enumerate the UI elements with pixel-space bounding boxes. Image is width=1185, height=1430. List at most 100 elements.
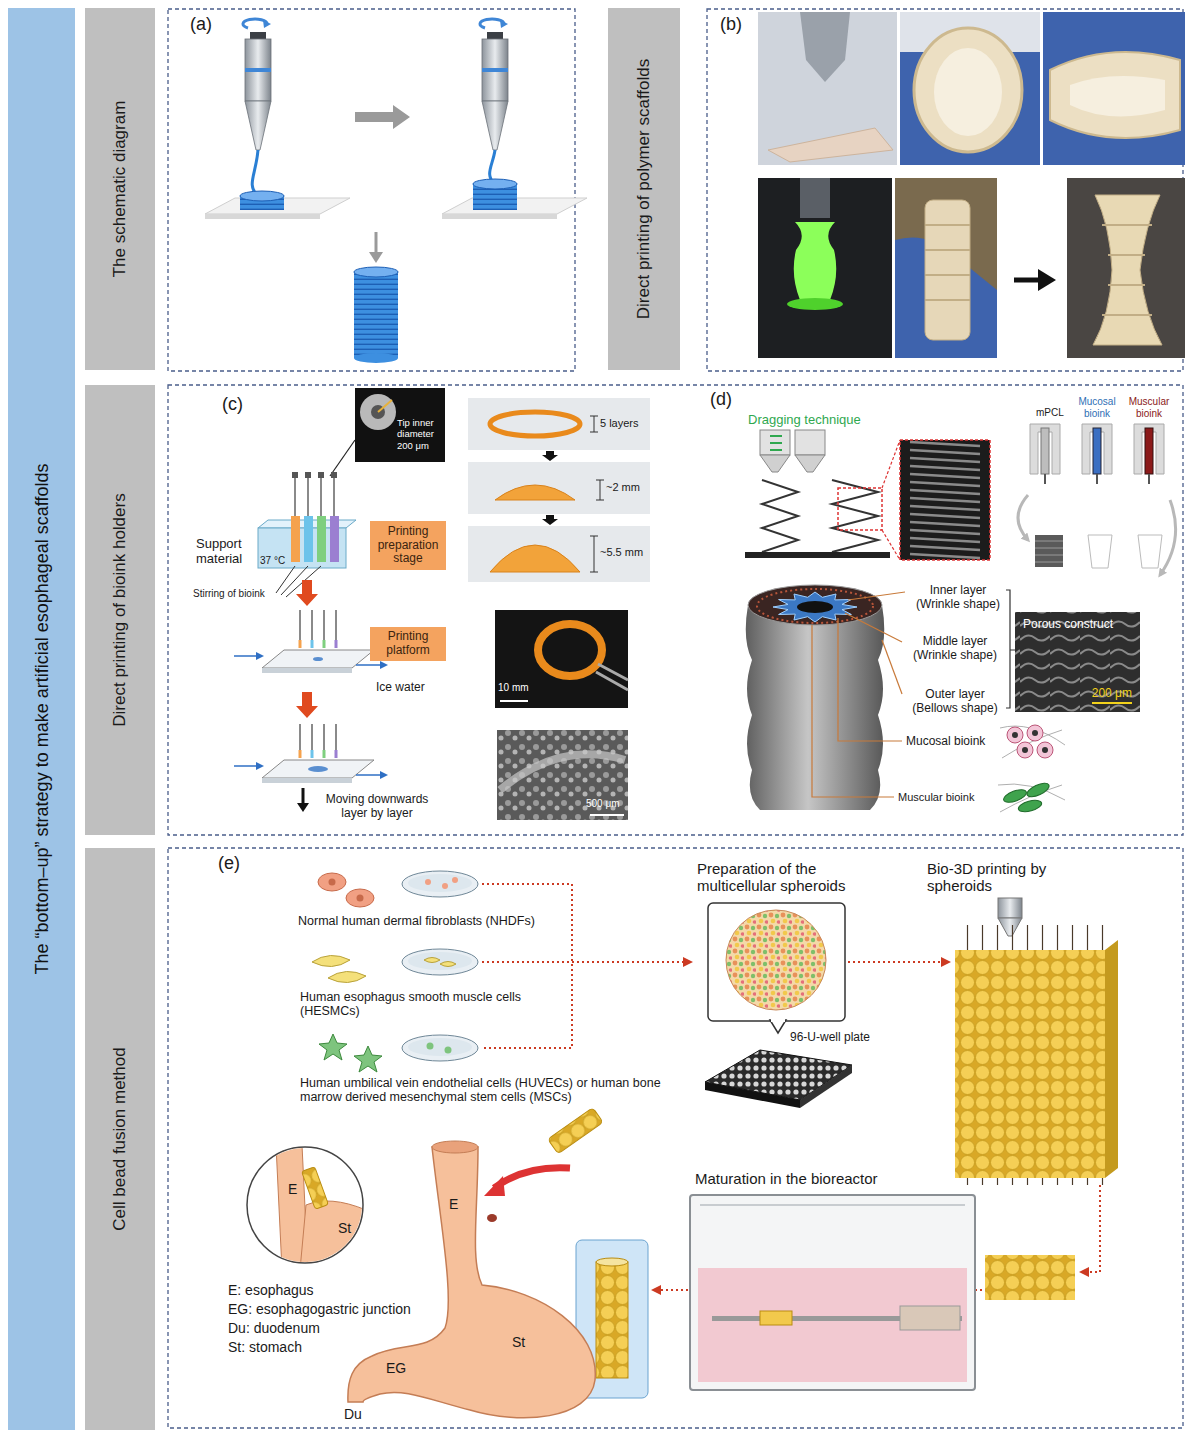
bioink-printing-schematic xyxy=(311,750,314,758)
node-text: 200 μm xyxy=(397,441,429,452)
bioink-printing-schematic xyxy=(304,516,313,562)
dragging-print-schematic xyxy=(1035,541,1063,562)
cell-culture-illustration xyxy=(452,877,458,883)
step-label: Preparation of the multicellular spheroi… xyxy=(697,860,877,895)
bioink-printing-schematic xyxy=(378,400,392,412)
cell-culture-illustration xyxy=(318,873,346,891)
panel-letter: (c) xyxy=(222,394,243,415)
panel-frame xyxy=(168,385,1183,835)
scaffold-photo xyxy=(758,12,1185,358)
stomach-illustration xyxy=(276,1145,366,1270)
printed-construct-photo xyxy=(497,730,628,820)
bioink-printing-schematic xyxy=(292,472,298,478)
extrusion-schematic xyxy=(205,214,320,219)
node-text: The schematic diagram xyxy=(110,18,130,360)
row-header: The schematic diagram xyxy=(85,8,155,370)
dragging-print-schematic xyxy=(1093,428,1101,474)
stomach-illustration xyxy=(302,1167,329,1209)
scaffold-photo xyxy=(800,178,830,218)
scaffold-photo xyxy=(914,28,1022,152)
bioink-printing-schematic xyxy=(302,788,305,804)
bioink-printing-schematic xyxy=(335,640,338,648)
dragging-print-schematic xyxy=(1017,742,1033,758)
extrusion-schematic xyxy=(240,191,284,201)
cell-culture-illustration xyxy=(402,871,478,897)
cell-culture-illustration xyxy=(346,889,374,907)
bioink-printing-schematic xyxy=(335,610,337,645)
cell-culture-illustration xyxy=(329,879,336,886)
row-header: Cell bead fusion method xyxy=(85,848,155,1430)
scaffold-photo xyxy=(1067,178,1185,358)
dragging-print-schematic xyxy=(1035,535,1063,567)
stomach-illustration xyxy=(494,1168,570,1188)
extrusion-schematic xyxy=(375,232,378,254)
dragging-print-schematic xyxy=(762,480,798,552)
cell-culture-illustration xyxy=(319,1034,347,1060)
bioink-printing-schematic xyxy=(291,516,300,562)
dimension-label: 5 layers xyxy=(600,417,639,430)
part-label: Stirring of bioink xyxy=(193,588,265,600)
node-text: 200 μm xyxy=(1092,687,1132,704)
row-header: Direct printing of polymer scaffolds xyxy=(608,8,680,370)
spheroid-illustration xyxy=(705,903,852,1108)
printed-construct-photo xyxy=(468,526,650,582)
bioink-printing-schematic xyxy=(330,440,355,476)
scaffold-photo xyxy=(758,178,892,358)
bioink-printing-schematic xyxy=(305,472,311,478)
scaffold-photo xyxy=(1043,12,1185,165)
cell-culture-illustration xyxy=(848,961,948,963)
organ-label: E xyxy=(449,1196,458,1212)
dragging-print-schematic xyxy=(1042,747,1048,753)
extrusion-schematic xyxy=(354,267,398,277)
stomach-illustration xyxy=(348,1147,595,1418)
dragging-print-schematic xyxy=(845,613,902,642)
bioink-printing-schematic xyxy=(276,566,321,597)
dragging-print-schematic xyxy=(1032,730,1038,736)
dragging-print-schematic xyxy=(797,601,833,613)
bioink-printing-schematic xyxy=(320,478,322,520)
node-text: Direct printing of bioink holders xyxy=(110,395,130,825)
stomach-illustration xyxy=(548,1108,603,1154)
organ-label: E xyxy=(288,1181,297,1197)
scaffold-photo xyxy=(1038,269,1056,291)
dragging-print-schematic xyxy=(795,455,825,472)
cell-culture-illustration xyxy=(312,955,350,966)
scaffold-photo xyxy=(900,12,1040,165)
part-label: 96-U-well plate xyxy=(790,1031,870,1045)
dragging-print-schematic xyxy=(1015,612,1140,712)
bioreactor-illustration xyxy=(596,1262,628,1378)
cell-culture-illustration xyxy=(442,883,448,889)
extrusion-schematic xyxy=(369,252,383,263)
bioink-printing-schematic xyxy=(300,750,336,758)
bioprinter-illustration xyxy=(955,950,1105,1178)
abbreviation-key: EG: esophagogastric junction xyxy=(228,1301,411,1317)
dragging-print-schematic xyxy=(1160,500,1176,575)
cell-culture-illustration xyxy=(408,874,472,892)
cell-culture-illustration xyxy=(572,961,690,963)
dimension-label: ~2 mm xyxy=(606,481,640,494)
bioink-printing-schematic xyxy=(307,478,309,520)
bioprinter-illustration xyxy=(955,898,1118,1300)
extrusion-schematic xyxy=(252,150,258,196)
step-label: Maturation in the bioreactor xyxy=(695,1170,878,1187)
scaffold-photo xyxy=(925,200,970,340)
bioink-label: Mucosal bioink xyxy=(906,735,985,749)
bioink-printing-schematic xyxy=(234,388,445,812)
row-header: Direct printing of bioink holders xyxy=(85,385,155,835)
bioink-printing-schematic xyxy=(308,766,328,772)
bioink-label: Muscular bioink xyxy=(898,791,974,804)
stomach-illustration xyxy=(487,1214,497,1222)
bioink-printing-schematic xyxy=(317,516,326,562)
dragging-print-schematic xyxy=(770,436,782,450)
cell-culture-illustration xyxy=(328,971,366,982)
bioreactor-illustration xyxy=(760,1311,792,1325)
spheroid-illustration xyxy=(800,1065,852,1108)
bioink-printing-schematic xyxy=(299,750,302,758)
cell-label: Human esophagus smooth muscle cells (HES… xyxy=(300,990,540,1019)
printed-construct-photo xyxy=(500,700,528,702)
node-text: Printing platform xyxy=(373,630,443,658)
bioprinter-illustration xyxy=(1105,940,1118,1178)
node-text: Direct printing of polymer scaffolds xyxy=(634,18,654,360)
organ-label: St xyxy=(512,1334,525,1350)
dragging-print-schematic xyxy=(1134,424,1164,474)
